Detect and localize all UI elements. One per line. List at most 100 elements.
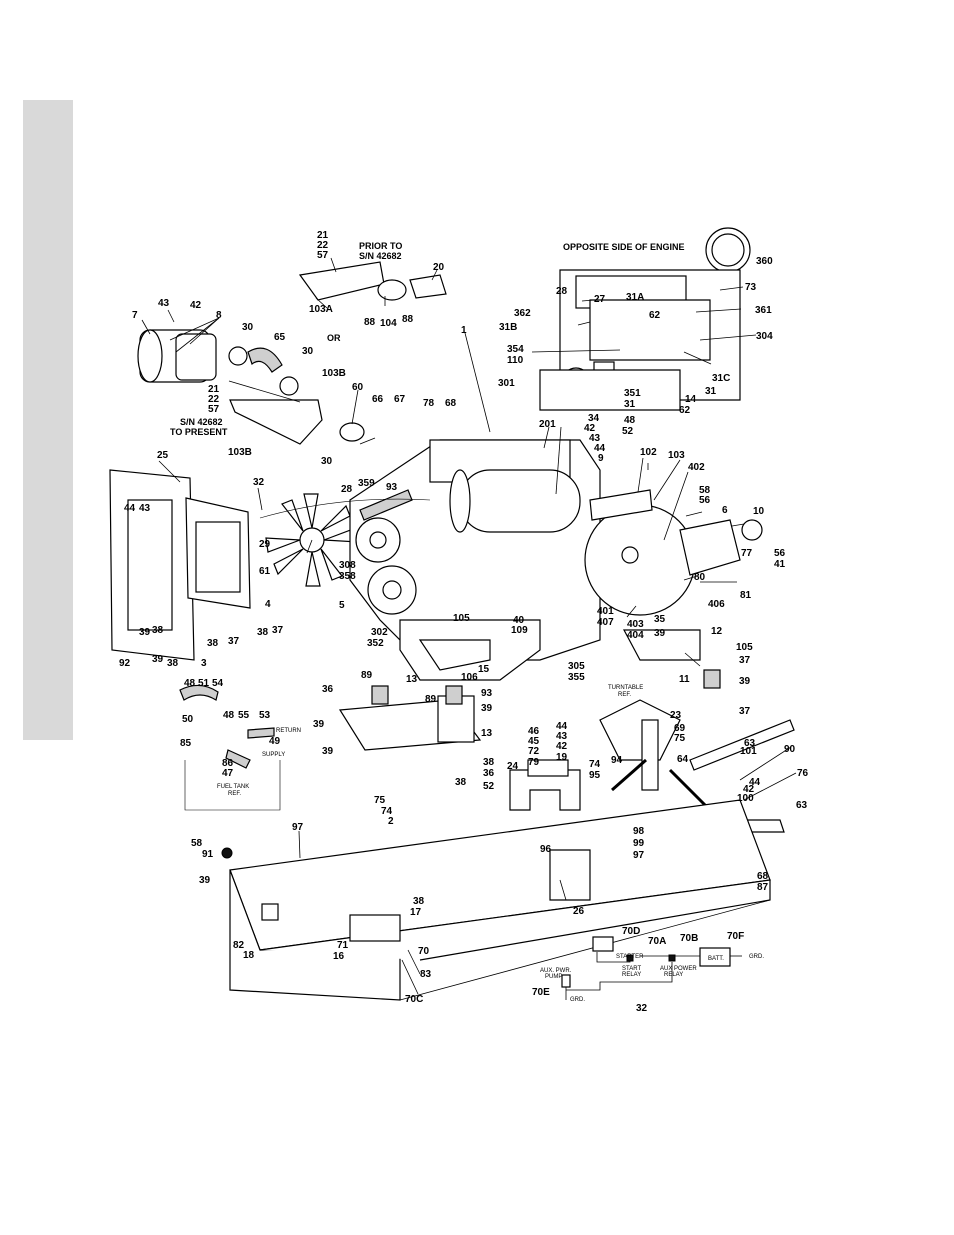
clamp-88 (377, 279, 407, 301)
callout: 18 (243, 950, 255, 961)
callout: 43 (556, 731, 568, 742)
callout: 54 (212, 678, 224, 689)
callout: 38 (413, 896, 425, 907)
callout: 36 (322, 684, 334, 695)
callout: 11 (679, 674, 690, 685)
callout: 86 (222, 758, 234, 769)
callout: 68 (445, 398, 457, 409)
callout: 37 (228, 636, 240, 647)
callout: 70A (648, 936, 666, 947)
relay-70 (349, 914, 401, 942)
callout: 61 (259, 566, 271, 577)
callout: 43 (139, 503, 151, 514)
callout: 48 (184, 678, 196, 689)
callout: 57 (317, 250, 329, 261)
air-cleaner-201 (459, 469, 581, 533)
schematic-start-relay-1: START (622, 966, 641, 972)
callout: 77 (741, 548, 753, 559)
callout: 96 (540, 844, 552, 855)
callout: 5 (339, 600, 345, 611)
bar-64 (689, 719, 795, 771)
callout: 50 (182, 714, 194, 725)
callout: 38 (455, 777, 467, 788)
callout: 74 (381, 806, 393, 817)
callout: 12 (711, 626, 723, 637)
callout: 62 (649, 310, 661, 321)
callout: 63 (744, 738, 756, 749)
callout: 362 (514, 308, 531, 319)
box-83 (261, 903, 279, 921)
callout: 32 (636, 1003, 648, 1014)
callout-numbers: 21 22 57 20 103A 88 104 88 43 42 7 8 30 … (119, 230, 809, 1014)
pipe-102 (589, 489, 653, 521)
callout: 62 (679, 405, 691, 416)
callout: 48 (624, 415, 636, 426)
callout: 352 (367, 638, 384, 649)
callout: 21 (317, 230, 329, 241)
callout: 92 (119, 658, 131, 669)
callout: 30 (321, 456, 333, 467)
callout: 302 (371, 627, 388, 638)
headers: PRIOR TO S/N 42682 OR S/N 42682 TO PRESE… (170, 241, 764, 1003)
callout: 14 (685, 394, 697, 405)
hose-65 (247, 347, 283, 373)
schematic-aux-relay (668, 954, 676, 962)
callout: 88 (364, 317, 376, 328)
callout: 44 (556, 721, 568, 732)
callout: 109 (511, 625, 528, 636)
fuel-line2: REF. (228, 791, 241, 797)
pump-6 (679, 519, 741, 576)
callout: 81 (740, 590, 752, 601)
callout: 201 (539, 419, 556, 430)
clamp-60 (339, 422, 365, 442)
callout: 30 (242, 322, 254, 333)
schematic-start-relay (626, 954, 634, 962)
callout: 58 (191, 838, 203, 849)
callout: 28 (341, 484, 353, 495)
callout: 44 (124, 503, 136, 514)
callout: 36 (483, 768, 495, 779)
callout: 39 (322, 746, 334, 757)
callout: 88 (402, 314, 414, 325)
callout: 31 (705, 386, 717, 397)
callout: 70E (532, 987, 550, 998)
callout: 6 (722, 505, 728, 516)
callout: 48 (223, 710, 235, 721)
callout: 406 (708, 599, 725, 610)
callout: 42 (556, 741, 568, 752)
schematic-aux-pump-1: AUX. PWR. (540, 968, 572, 974)
callout: 82 (233, 940, 245, 951)
callout: 22 (317, 240, 329, 251)
callout: 31 (624, 399, 636, 410)
callout: 2 (388, 816, 394, 827)
drawing-art (109, 227, 795, 1001)
schematic-aux-relay-1: AUX POWER (660, 966, 697, 972)
bracket-15 (418, 639, 491, 671)
callout: 89 (361, 670, 373, 681)
isolator-89-b (445, 685, 463, 705)
callout: 38 (483, 757, 495, 768)
callout: 27 (594, 294, 606, 305)
battery-bracket-19 (509, 769, 581, 811)
callout: 69 (674, 723, 686, 734)
callout: 20 (433, 262, 445, 273)
callout: 403 (627, 619, 644, 630)
callout: 354 (507, 344, 524, 355)
callout: 93 (386, 482, 398, 493)
callout: 91 (202, 849, 214, 860)
callout: 68 (757, 871, 769, 882)
schematic-grd-1: GRD. (749, 954, 764, 960)
schematic-aux-pump (561, 974, 571, 988)
callout: 103B (228, 447, 252, 458)
callout: 45 (528, 736, 540, 747)
plate-96 (549, 849, 591, 901)
return-hose-55 (247, 727, 275, 739)
callout: 103B (322, 368, 346, 379)
callout: 305 (568, 661, 585, 672)
callout: 73 (745, 282, 757, 293)
opposite-header: OPPOSITE SIDE OF ENGINE (563, 242, 685, 252)
callout: 70C (405, 994, 423, 1005)
callout: 40 (513, 615, 525, 626)
callout: 360 (756, 256, 773, 267)
